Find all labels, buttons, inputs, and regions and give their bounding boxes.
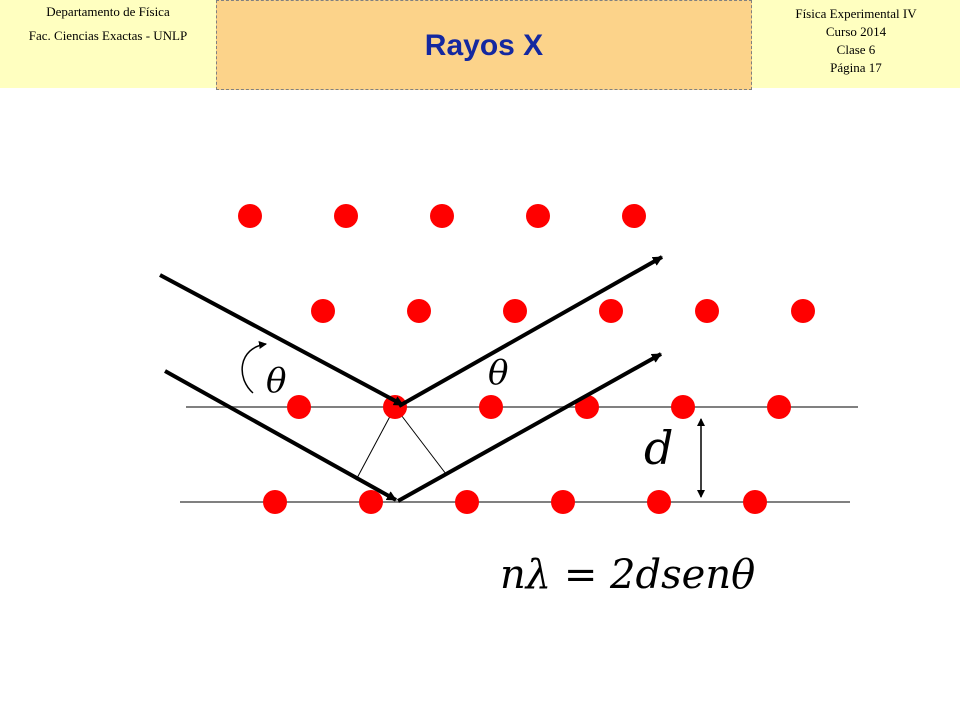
atom [359,490,383,514]
incident-ray-lower [164,369,397,502]
year-label: Curso 2014 [825,24,887,39]
path-difference-line-right [394,406,447,475]
atom-row-4 [263,490,767,514]
atom [647,490,671,514]
atom [503,299,527,323]
faculty-label: Fac. Ciencias Exactas - UNLP [28,28,188,43]
spacing-d-label: d [644,421,673,475]
reflected-ray-upper [398,255,663,408]
atom [671,395,695,419]
lesson-label: Clase 6 [836,42,876,57]
atom [311,299,335,323]
atom [791,299,815,323]
atom [479,395,503,419]
atom [526,204,550,228]
page-number-label: Página 17 [830,60,882,75]
atom [334,204,358,228]
theta-label-incident: θ [266,361,286,401]
header-title-panel: Rayos X [216,0,752,90]
atom [430,204,454,228]
header-right-panel: Física Experimental IV Curso 2014 Clase … [752,0,960,88]
atom [455,490,479,514]
atom [743,490,767,514]
atom [407,299,431,323]
page-title: Rayos X [424,29,544,62]
course-label: Física Experimental IV [795,6,917,21]
department-label: Departamento de Física [46,4,170,19]
atom [238,204,262,228]
incident-ray-upper [159,273,404,407]
atom-row-1 [238,204,646,228]
atom [695,299,719,323]
atom [622,204,646,228]
bragg-equation: nλ = 2dsenθ [500,552,755,598]
header-left-panel: Departamento de Física Fac. Ciencias Exa… [0,0,216,88]
atom-row-2 [311,299,815,323]
atom [263,490,287,514]
atom [599,299,623,323]
reflected-ray-lower [397,352,662,503]
path-difference-line-left [355,406,396,481]
atom [551,490,575,514]
atom [767,395,791,419]
angle-arc-arrow [241,341,267,394]
theta-label-reflected: θ [488,353,508,393]
atom [287,395,311,419]
